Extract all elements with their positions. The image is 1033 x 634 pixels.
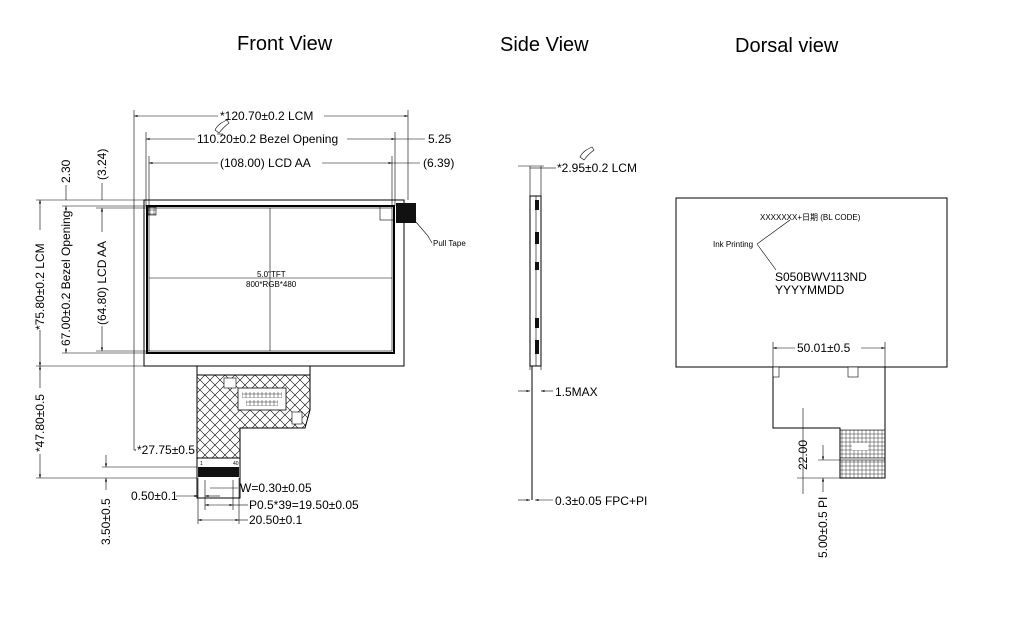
dim-w-label: W=0.30±0.05 <box>240 481 312 495</box>
dim-fpc-height-bg <box>33 388 47 454</box>
dorsal-date-label: YYYYMMDD <box>775 283 845 297</box>
dorsal-view-title: Dorsal view <box>735 35 839 57</box>
dim-fpc-offset-label: *27.75±0.5 <box>137 443 195 457</box>
dim-6-39-label: (6.39) <box>423 156 454 170</box>
dim-fpc-offset-bg <box>136 443 196 457</box>
dorsal-stiffener-label: 5.00±0.5 PI <box>816 497 830 558</box>
dim-aa-height-bg <box>95 232 109 326</box>
side-feature-1 <box>535 200 539 210</box>
front-view: 5.0"TFT 800*RGB*480 Pull Tape 1 40 *120.… <box>33 108 466 545</box>
dorsal-model-label: S050BWV113ND <box>775 270 867 284</box>
dorsal-fpc-width-label: 50.01±0.5 <box>797 341 851 355</box>
pull-tape <box>396 203 416 223</box>
dorsal-view: XXXXXXX+日期 (BL CODE) Ink Printing S050BW… <box>675 197 948 558</box>
dim-pin-pitch-label: P0.5*39=19.50±0.05 <box>249 498 359 512</box>
dim-2-30-label: 2.30 <box>59 159 73 183</box>
side-feature-2 <box>535 232 539 244</box>
dorsal-fpc-length-label: 22.00 <box>796 440 810 470</box>
fpc-component-small <box>223 377 237 389</box>
pull-tape-cutout <box>379 205 395 221</box>
pin-40-label: 40 <box>233 461 239 467</box>
side-fpc-label: 0.3±0.05 FPC+PI <box>555 494 647 508</box>
dorsal-fpc-label-area <box>852 443 868 450</box>
lcm-outline <box>143 199 405 367</box>
fpc-component-text2 <box>246 400 278 406</box>
fpc-component-small2 <box>291 411 303 425</box>
side-max-label: 1.5MAX <box>555 385 598 399</box>
dim-aa-width-label: (108.00) LCD AA <box>220 156 311 170</box>
dim-bezel-height-label: 67.00±0.2 Bezel Opening <box>59 211 73 346</box>
side-feature-3 <box>535 262 539 270</box>
dim-lcm-width-bg <box>218 108 324 122</box>
dim-pin-offset-label: 0.50±0.1 <box>131 489 178 503</box>
dim-fpc-height-label: *47.80±0.5 <box>33 394 47 452</box>
side-view-title: Side View <box>500 34 589 56</box>
dim-bezel-width-label: 110.20±0.2 Bezel Opening <box>197 132 338 146</box>
front-view-title: Front View <box>237 33 333 55</box>
dim-finger-height-label: 3.50±0.5 <box>99 498 113 545</box>
dim-lcm-height-bg <box>33 230 47 330</box>
center-label-resolution: 800*RGB*480 <box>246 280 297 289</box>
active-area <box>148 207 393 352</box>
dim-bezel-width-bg <box>195 132 347 146</box>
dorsal-fpc-tab-right <box>847 366 859 378</box>
gold-fingers <box>198 467 239 477</box>
dim-aa-width-bg <box>218 156 322 170</box>
dorsal-ink-printing-label: Ink Printing <box>713 240 753 249</box>
dorsal-dim-fpc-width-bg <box>795 341 861 355</box>
dorsal-fpc-stiffener <box>839 459 886 479</box>
dim-bezel-height-bg <box>59 212 73 348</box>
dim-finger-width-label: 20.50±0.1 <box>249 513 303 527</box>
dim-aa-height-label: (64.80) LCD AA <box>95 241 109 325</box>
dorsal-fpc-tab-left <box>772 366 780 378</box>
fpc-component-box <box>237 387 287 411</box>
pull-tape-leader <box>415 221 433 244</box>
side-thickness-label: *2.95±0.2 LCM <box>557 161 637 175</box>
side-lcm-body <box>529 195 542 367</box>
dim-3-24-label: (3.24) <box>95 149 109 180</box>
side-view: *2.95±0.2 LCM 1.5MAX 0.3±0.05 FPC+PI <box>518 146 647 508</box>
pin-1-label: 1 <box>200 461 203 467</box>
side-feature-5 <box>535 340 539 354</box>
center-label-size: 5.0"TFT <box>257 270 286 279</box>
dorsal-leader-2 <box>756 243 777 271</box>
fpc-component-text1 <box>242 392 282 398</box>
bezel-opening <box>146 205 395 354</box>
dorsal-code-label: XXXXXXX+日期 (BL CODE) <box>760 213 861 222</box>
dim-lcm-width-label: *120.70±0.2 LCM <box>220 109 313 123</box>
side-feature-4 <box>535 318 539 328</box>
edit-marker-icon <box>214 119 230 135</box>
corner-marker <box>147 206 157 216</box>
dorsal-leader-1 <box>756 219 791 245</box>
side-edit-marker-icon <box>579 146 595 161</box>
dim-5-25-label: 5.25 <box>428 132 452 146</box>
pull-tape-label: Pull Tape <box>433 239 466 248</box>
dim-lcm-height-label: *75.80±0.2 LCM <box>33 243 47 330</box>
